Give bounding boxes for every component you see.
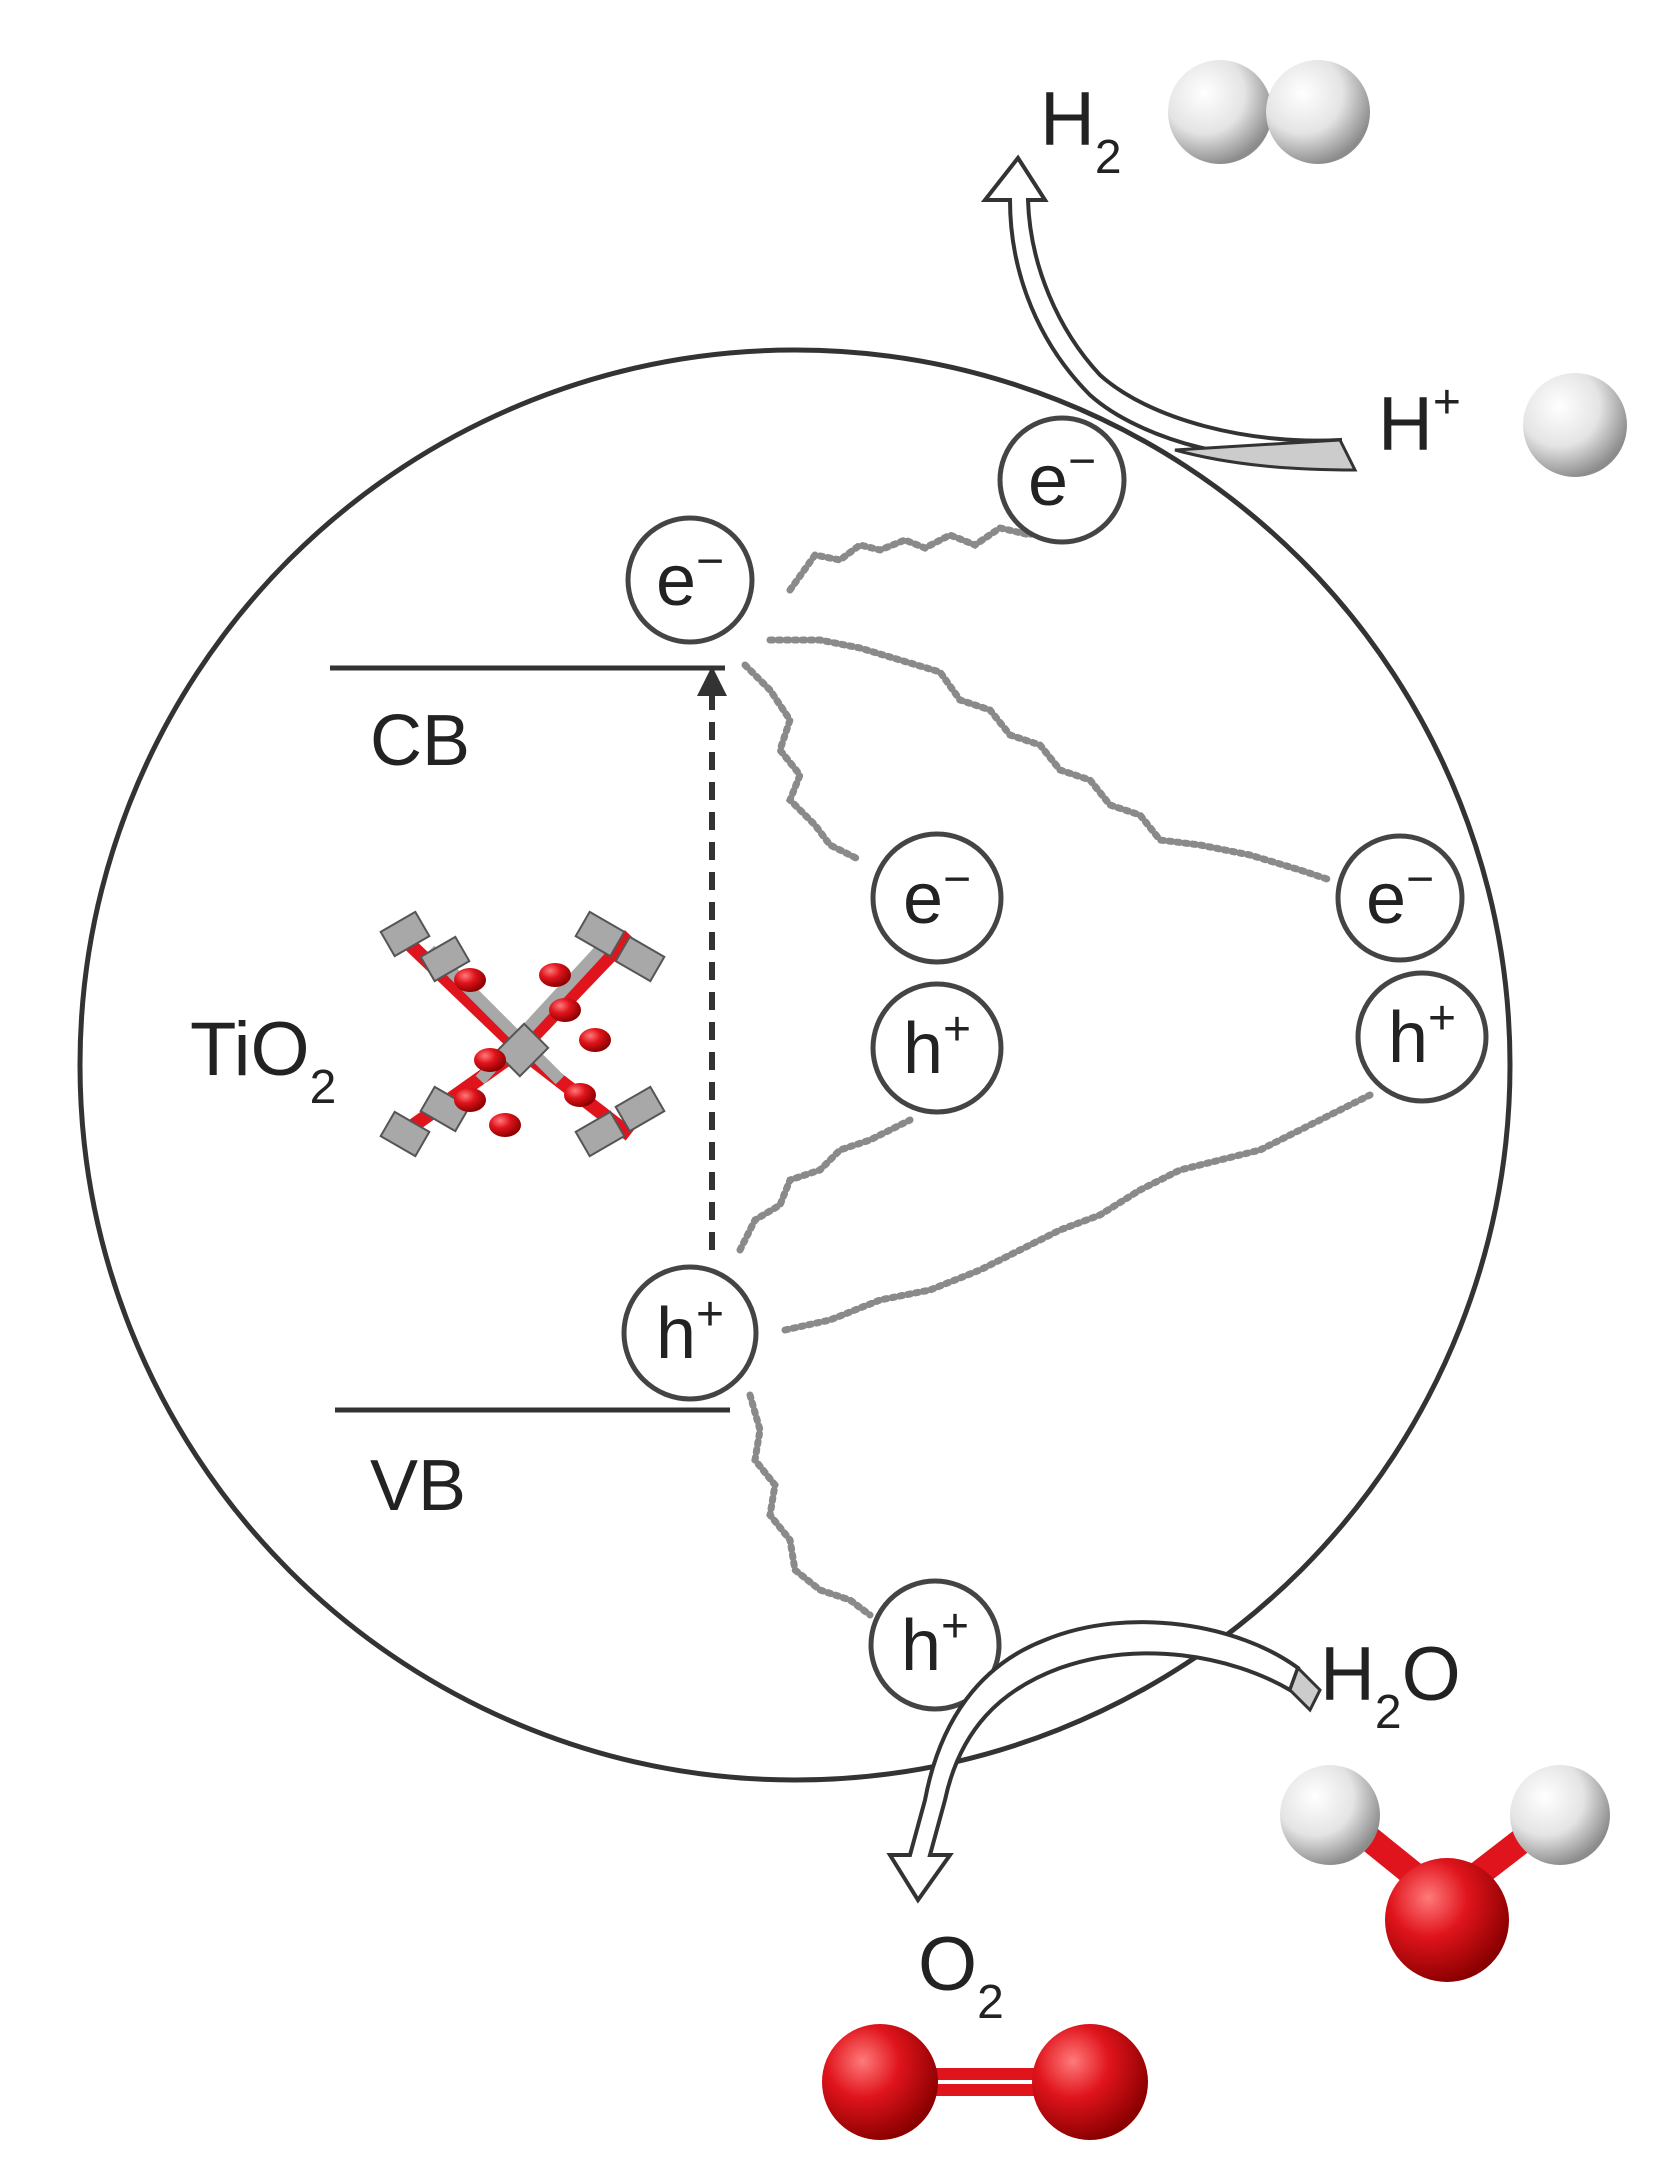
carrier-label: e bbox=[903, 859, 943, 939]
path-cb-to-bulk-pair bbox=[741, 661, 864, 864]
carrier-sign: − bbox=[1406, 853, 1434, 906]
carrier-label: e bbox=[1028, 441, 1068, 521]
carrier-hole-bulk: h+ bbox=[870, 981, 1004, 1115]
cb-label: CB bbox=[370, 701, 470, 781]
tio2-label-main: TiO bbox=[190, 1007, 310, 1092]
hplus-label: H+ bbox=[1378, 376, 1461, 467]
carrier-sign: + bbox=[1428, 992, 1456, 1045]
svg-text:e−: e− bbox=[1028, 435, 1096, 521]
h2-molecule-icon bbox=[1168, 60, 1370, 164]
o2-molecule-icon bbox=[822, 2024, 1148, 2140]
h2-label-main: H bbox=[1040, 77, 1095, 162]
tio2-label-sub: 2 bbox=[310, 1061, 337, 1114]
h2-label-sub: 2 bbox=[1095, 131, 1122, 184]
h2o-label: H2O bbox=[1320, 1632, 1461, 1739]
hplus-label-sup: + bbox=[1433, 376, 1461, 429]
path-vb-to-edge-pair bbox=[781, 1091, 1374, 1334]
h2o-label-h: H bbox=[1320, 1632, 1375, 1717]
h2o-label-sub: 2 bbox=[1375, 1686, 1402, 1739]
carrier-label: h bbox=[901, 1606, 941, 1686]
svg-text:h+: h+ bbox=[903, 1003, 971, 1089]
carrier-electron-edge: e− bbox=[1335, 833, 1465, 963]
carrier-label: h bbox=[656, 1294, 696, 1374]
carrier-hole-edge: h+ bbox=[1355, 970, 1489, 1104]
carrier-electron-bulk: e− bbox=[870, 831, 1004, 965]
carrier-label: h bbox=[903, 1009, 943, 1089]
carrier-electron-surface-top: e− bbox=[997, 415, 1127, 545]
path-vb-to-surface-hole bbox=[746, 1391, 874, 1619]
carrier-sign: − bbox=[1068, 435, 1096, 488]
svg-text:h+: h+ bbox=[901, 1600, 969, 1686]
reduction-arrow bbox=[980, 154, 1358, 472]
tio2-label: TiO2 bbox=[190, 1007, 336, 1114]
carrier-label: e bbox=[1366, 859, 1406, 939]
carrier-sign: + bbox=[696, 1288, 724, 1341]
path-cb-to-surface-electron bbox=[786, 516, 1054, 594]
carrier-electron-cb: e− bbox=[625, 515, 755, 645]
h2o-label-o: O bbox=[1402, 1632, 1461, 1717]
carrier-sign: − bbox=[943, 853, 971, 906]
svg-text:e−: e− bbox=[1366, 853, 1434, 939]
path-cb-to-edge-pair bbox=[766, 636, 1334, 884]
svg-text:e−: e− bbox=[656, 535, 724, 621]
migration-paths bbox=[736, 516, 1374, 1619]
h2-label: H2 bbox=[1040, 77, 1122, 184]
svg-text:h+: h+ bbox=[1388, 992, 1456, 1078]
carrier-sign: + bbox=[941, 1600, 969, 1653]
carrier-sign: + bbox=[943, 1003, 971, 1056]
carrier-hole-vb: h+ bbox=[621, 1264, 759, 1402]
carrier-sign: − bbox=[696, 535, 724, 588]
svg-text:h+: h+ bbox=[656, 1288, 724, 1374]
tio2-particle-outline bbox=[77, 347, 1513, 1783]
o2-label: O2 bbox=[918, 1922, 1004, 2029]
h2o-molecule-icon bbox=[1280, 1765, 1610, 1982]
svg-text:e−: e− bbox=[903, 853, 971, 939]
carrier-label: e bbox=[656, 541, 696, 621]
tio2-molecule-icon bbox=[379, 910, 666, 1158]
o2-label-main: O bbox=[918, 1922, 977, 2007]
hplus-ion-icon bbox=[1523, 373, 1627, 477]
vb-label: VB bbox=[370, 1446, 466, 1526]
path-vb-to-bulk-pair bbox=[736, 1116, 914, 1254]
hplus-label-main: H bbox=[1378, 382, 1433, 467]
o2-label-sub: 2 bbox=[977, 1976, 1004, 2029]
carrier-hole-surface-bottom: h+ bbox=[868, 1578, 1002, 1712]
carrier-label: h bbox=[1388, 998, 1428, 1078]
oxidation-arrow bbox=[886, 1620, 1322, 1904]
